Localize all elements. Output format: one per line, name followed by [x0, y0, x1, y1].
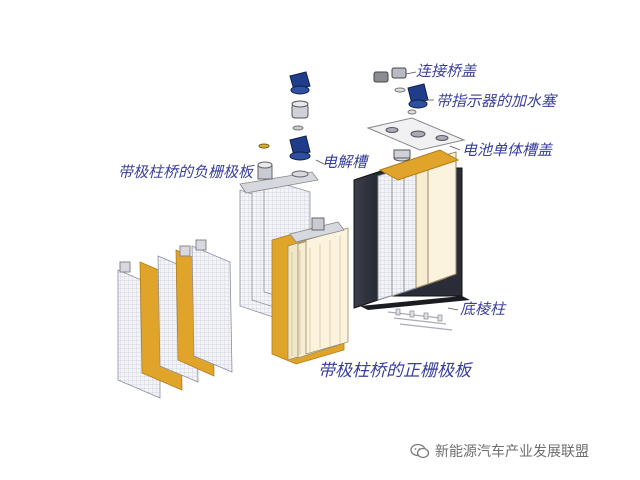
- label-connector-cover: 连接桥盖: [416, 62, 477, 80]
- label-cell-cover: 电池单体槽盖: [462, 141, 553, 159]
- assembled-battery: [353, 149, 470, 331]
- right-caps: [373, 67, 429, 115]
- leader-lines: [315, 71, 461, 311]
- positive-plate-group: [271, 217, 349, 365]
- label-electrolyte-tank: 电解槽: [322, 153, 368, 171]
- watermark-text: 新能源汽车产业发展联盟: [435, 444, 589, 460]
- loose-plate-stack: [117, 239, 233, 399]
- label-filler-plug: 带指示器的加水塞: [436, 92, 557, 110]
- label-bottom-rib: 底棱柱: [460, 300, 506, 318]
- filler-plug-parts: [258, 71, 311, 178]
- watermark: 新能源汽车产业发展联盟: [410, 441, 589, 461]
- wechat-icon: [410, 443, 430, 459]
- label-positive-plates: 带极柱桥的正栅极板: [318, 361, 471, 381]
- label-negative-plates: 带极柱桥的负栅极板: [118, 163, 254, 181]
- cell-cover-plate: [366, 117, 466, 151]
